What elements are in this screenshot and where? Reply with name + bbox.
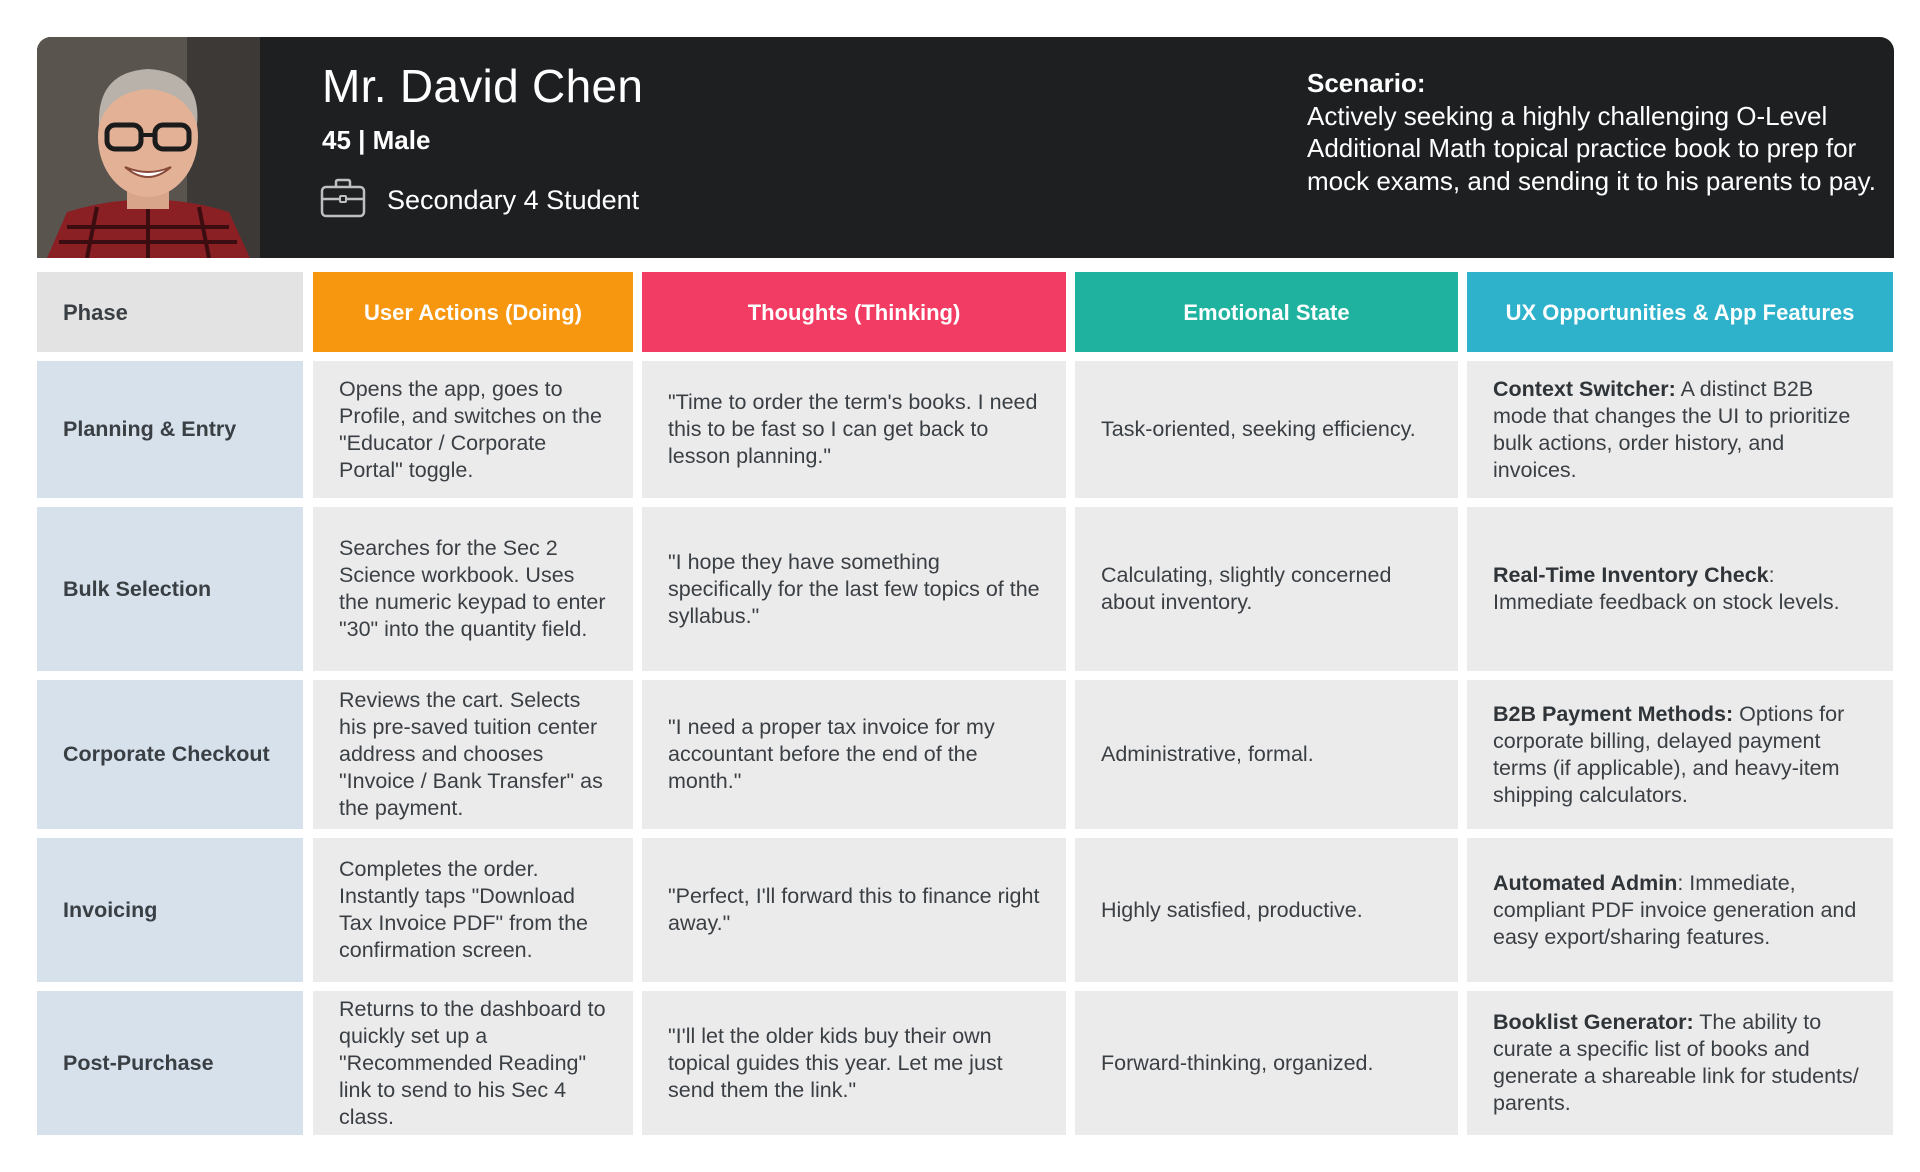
scenario-label: Scenario: xyxy=(1307,68,1426,98)
phase-cell: Post-Purchase xyxy=(37,991,303,1135)
column-header-ux: UX Opportunities & App Features xyxy=(1467,272,1893,352)
phase-cell: Planning & Entry xyxy=(37,361,303,498)
ux-cell: Booklist Generator: The ability to curat… xyxy=(1467,991,1893,1135)
emotion-cell: Administrative, formal. xyxy=(1075,680,1458,829)
avatar xyxy=(37,37,260,258)
phase-cell: Corporate Checkout xyxy=(37,680,303,829)
ux-cell: Automated Admin: Immediate, compliant PD… xyxy=(1467,838,1893,982)
ux-feature-text: : Immediate feedback on stock levels. xyxy=(1493,563,1840,614)
ux-feature-text: The ability to curate a specific list of… xyxy=(1493,1010,1859,1115)
ux-cell: Context Switcher: A distinct B2B mode th… xyxy=(1467,361,1893,498)
emotion-cell: Task-oriented, seeking efficiency. xyxy=(1075,361,1458,498)
thoughts-cell: "I'll let the older kids buy their own t… xyxy=(642,991,1066,1135)
ux-feature-title: Automated Admin xyxy=(1493,870,1678,895)
column-header-actions: User Actions (Doing) xyxy=(313,272,633,352)
column-header-emotion: Emotional State xyxy=(1075,272,1458,352)
scenario-text: Actively seeking a highly challenging O-… xyxy=(1307,100,1876,196)
thoughts-cell: "I hope they have something specifically… xyxy=(642,507,1066,671)
ux-feature-title: Context Switcher: xyxy=(1493,376,1676,401)
persona-age-gender: 45 | Male xyxy=(322,125,431,155)
phase-cell: Bulk Selection xyxy=(37,507,303,671)
column-header-thoughts: Thoughts (Thinking) xyxy=(642,272,1066,352)
ux-cell: Real-Time Inventory Check: Immediate fee… xyxy=(1467,507,1893,671)
column-header-phase: Phase xyxy=(37,272,303,352)
ux-feature-text: : Immediate, compliant PDF invoice gener… xyxy=(1493,870,1857,949)
actions-cell: Opens the app, goes to Profile, and swit… xyxy=(313,361,633,498)
emotion-cell: Calculating, slightly concerned about in… xyxy=(1075,507,1458,671)
ux-feature-title: Real-Time Inventory Check xyxy=(1493,563,1769,587)
actions-cell: Searches for the Sec 2 Science workbook.… xyxy=(313,507,633,671)
briefcase-icon xyxy=(320,178,366,218)
scenario: Scenario: Actively seeking a highly chal… xyxy=(1307,67,1887,197)
ux-feature-text: Options for corporate billing, delayed p… xyxy=(1493,701,1845,807)
ux-feature-text: A distinct B2B mode that changes the UI … xyxy=(1493,376,1851,482)
phase-cell: Invoicing xyxy=(37,838,303,982)
emotion-cell: Forward-thinking, organized. xyxy=(1075,991,1458,1135)
thoughts-cell: "I need a proper tax invoice for my acco… xyxy=(642,680,1066,829)
persona-name: Mr. David Chen xyxy=(322,60,644,112)
avatar-portrait-icon xyxy=(37,37,260,258)
thoughts-cell: "Perfect, I'll forward this to finance r… xyxy=(642,838,1066,982)
persona-role: Secondary 4 Student xyxy=(387,185,640,215)
actions-cell: Completes the order. Instantly taps "Dow… xyxy=(313,838,633,982)
ux-feature-title: B2B Payment Methods: xyxy=(1493,701,1734,726)
thoughts-cell: "Time to order the term's books. I need … xyxy=(642,361,1066,498)
persona-header: Mr. David Chen 45 | Male Secondary 4 Stu… xyxy=(37,37,1894,258)
ux-cell: B2B Payment Methods: Options for corpora… xyxy=(1467,680,1893,829)
actions-cell: Reviews the cart. Selects his pre-saved … xyxy=(313,680,633,829)
actions-cell: Returns to the dashboard to quickly set … xyxy=(313,991,633,1135)
ux-feature-title: Booklist Generator: xyxy=(1493,1010,1694,1034)
emotion-cell: Highly satisfied, productive. xyxy=(1075,838,1458,982)
